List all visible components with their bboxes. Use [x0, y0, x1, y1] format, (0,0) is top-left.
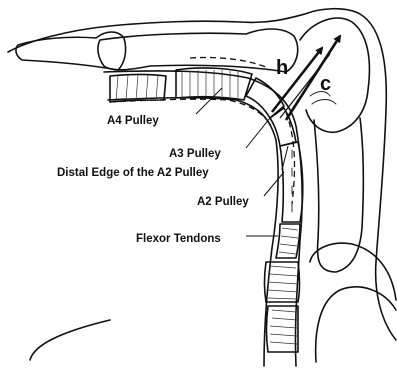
flexor-tendon-hatching-3: [270, 310, 297, 344]
flexor-tendon-hatching-1: [279, 228, 298, 254]
metacarpal-head-inner: [316, 287, 396, 362]
a2-pulley-label: A2 Pulley: [197, 196, 249, 208]
flexor-tendon-band-3: [267, 306, 299, 352]
a2-pulley-dashed: [286, 112, 294, 204]
a4-leader-line: [196, 88, 222, 114]
distal-phalanx: [16, 32, 126, 70]
finger-pad-outline: [30, 320, 110, 360]
tendon-sheath-inner: [108, 98, 278, 366]
middle-phalanx: [98, 29, 298, 72]
pip-joint: [300, 18, 369, 132]
a3-pulley-label: A3 Pulley: [169, 148, 221, 160]
metacarpal-head: [310, 243, 396, 300]
a3-leader-line: [246, 118, 270, 148]
h-letter: h: [276, 57, 288, 79]
flexor-tendons-label: Flexor Tendons: [136, 233, 221, 245]
flexor-tendon-hatching-2: [268, 266, 298, 299]
a4-pulley-label: A4 Pulley: [107, 115, 159, 127]
distal-tendon-hatching: [116, 75, 158, 101]
c-letter: c: [320, 73, 331, 95]
a2-leader-line: [264, 172, 284, 196]
a2-distal-edge-label: Distal Edge of the A2 Pulley: [57, 167, 209, 179]
a2-edge-leader-line: [282, 146, 288, 170]
c-force-arrow: [286, 36, 340, 120]
